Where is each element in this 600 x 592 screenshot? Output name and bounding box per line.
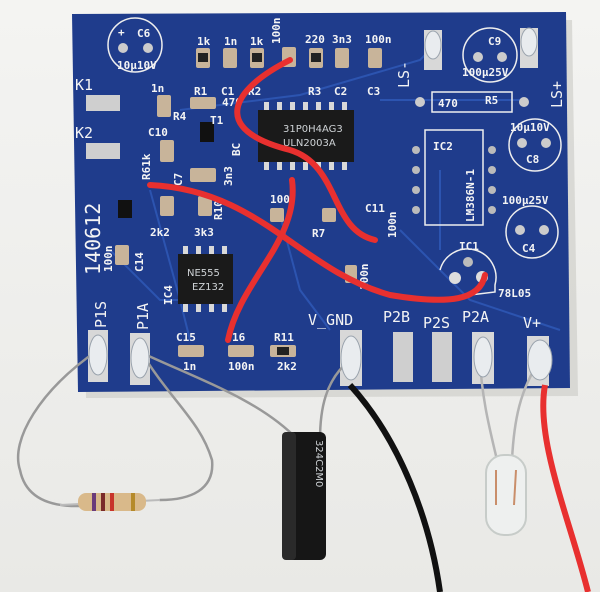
silkscreen-label: C11 <box>365 202 385 215</box>
silkscreen-label: R5 <box>485 94 498 107</box>
silkscreen-label: 100n <box>228 360 255 373</box>
silkscreen-label: NE555 <box>187 268 220 279</box>
silkscreen-label: 1n <box>224 35 237 48</box>
silkscreen-label: 78L05 <box>498 287 531 300</box>
silkscreen-label: P1S <box>92 301 110 328</box>
silkscreen-label: R1 <box>194 85 208 98</box>
electrolytic-capacitor: 324C2M0 <box>282 432 326 560</box>
connector-labels: K1 K2 P1S P1A V_GND P2B P2S P2A V+ LS- L… <box>75 61 566 332</box>
silkscreen-label: K2 <box>75 124 93 142</box>
date-code: 140612 <box>81 203 105 275</box>
silkscreen-label: 1k <box>197 35 211 48</box>
silkscreen-label: R3 <box>308 85 321 98</box>
silkscreen-label: C7 <box>172 173 185 186</box>
silkscreen-label: R10 <box>212 200 225 220</box>
silkscreen-label: C10 <box>148 126 168 139</box>
ic4-ne555: NE555 EZ132 IC4 <box>162 246 233 312</box>
silkscreen-label: LS+ <box>548 81 566 108</box>
capacitor-c9-footprint: C9 100µ25V <box>462 27 518 83</box>
silkscreen-label: P1A <box>134 303 152 330</box>
smd-left-parts: 1n R4 C10 R61k C7 3n3 T1 BC 2k2 3k3 R10 … <box>102 82 243 272</box>
silkscreen-label: R61k <box>140 153 153 180</box>
silkscreen-label: 470 <box>438 97 458 110</box>
silkscreen-label: T1 <box>210 114 224 127</box>
value-c6: 10µ10V <box>117 59 157 72</box>
silkscreen-label: 100n <box>365 33 392 46</box>
silkscreen-label: P2B <box>383 308 410 326</box>
svg-text:+: + <box>118 26 125 39</box>
silkscreen-label: 100µ25V <box>462 66 509 79</box>
red-jumper-wires <box>147 57 488 343</box>
silkscreen-label: R4 <box>173 110 187 123</box>
silkscreen-label: 10µ10V <box>510 121 550 134</box>
resistor-r5: 470 R5 <box>415 91 529 113</box>
silkscreen-label: 16 <box>232 331 246 344</box>
silkscreen-label: 2k2 <box>150 226 170 239</box>
silkscreen-label: P2A <box>462 308 489 326</box>
ic2-lm386: IC2 LM386N-1 <box>412 129 496 226</box>
capacitor-c4-footprint: 100µ25V C4 <box>502 194 559 259</box>
silkscreen-label: 324C2M0 <box>313 440 324 487</box>
silkscreen-label: 220 <box>305 33 325 46</box>
silkscreen-label: 31P0H4AG3 <box>283 124 343 135</box>
capacitor-c6-footprint: + C6 10µ10V <box>107 17 163 73</box>
label-c6: C6 <box>137 27 151 40</box>
solder-joints <box>88 27 553 381</box>
red-power-wire <box>540 384 591 592</box>
silkscreen-label: 1n <box>183 360 196 373</box>
smd-top-row: 1k 1n 1k 100n 220 3n3 100n R1 C1 R2 R3 C… <box>194 18 392 110</box>
axial-resistor <box>59 493 161 511</box>
silkscreen-label: LM386N-1 <box>464 169 477 222</box>
silkscreen-label: K1 <box>75 76 93 94</box>
silkscreen-label: 100n <box>102 246 115 273</box>
silkscreen-label: 100 <box>270 193 290 206</box>
silkscreen-label: 1k <box>250 35 264 48</box>
silkscreen-label: 2k2 <box>277 360 297 373</box>
silkscreen-label: IC2 <box>433 140 453 153</box>
ic3-uln2003: 31P0H4AG3 ULN2003A <box>258 102 354 170</box>
silkscreen-label: C1 <box>221 85 235 98</box>
silkscreen-label: 3n3 <box>332 33 352 46</box>
silkscreen-label: IC1 <box>459 240 479 253</box>
silkscreen-label: C8 <box>526 153 539 166</box>
capacitor-c8-footprint: 10µ10V C8 <box>508 118 562 172</box>
silkscreen-label: 1n <box>151 82 164 95</box>
silkscreen-label: R7 <box>312 227 325 240</box>
silkscreen-label: C4 <box>522 242 536 255</box>
silkscreen-label: V_GND <box>308 311 353 329</box>
silkscreen-label: ULN2003A <box>283 138 336 149</box>
silkscreen-label: C14 <box>133 252 146 272</box>
silkscreen-label: EZ132 <box>192 282 224 293</box>
silkscreen-label: BC <box>230 143 243 156</box>
silkscreen-label: IC4 <box>162 285 175 305</box>
silkscreen-label: V+ <box>523 314 541 332</box>
smd-bottom-parts: C15 1n 16 100n R11 2k2 <box>176 331 297 373</box>
silkscreen-label: C9 <box>488 35 501 48</box>
silkscreen-label: 3k3 <box>194 226 214 239</box>
silkscreen-label: 3n3 <box>222 166 235 186</box>
silkscreen-label: C15 <box>176 331 196 344</box>
silkscreen-label: P2S <box>423 314 450 332</box>
incandescent-bulb <box>485 454 527 536</box>
silkscreen-label: 100µ25V <box>502 194 549 207</box>
silkscreen-label: 100n <box>386 212 399 239</box>
silkscreen-label: 100n <box>270 18 283 45</box>
black-wire <box>347 382 443 592</box>
silkscreen-label: R11 <box>274 331 294 344</box>
silkscreen-label: LS- <box>395 61 413 88</box>
silkscreen-label: C2 <box>334 85 347 98</box>
smd-middle-parts: 100 100 R7 C11 100n 100n <box>270 193 399 290</box>
silkscreen-label: C3 <box>367 85 380 98</box>
